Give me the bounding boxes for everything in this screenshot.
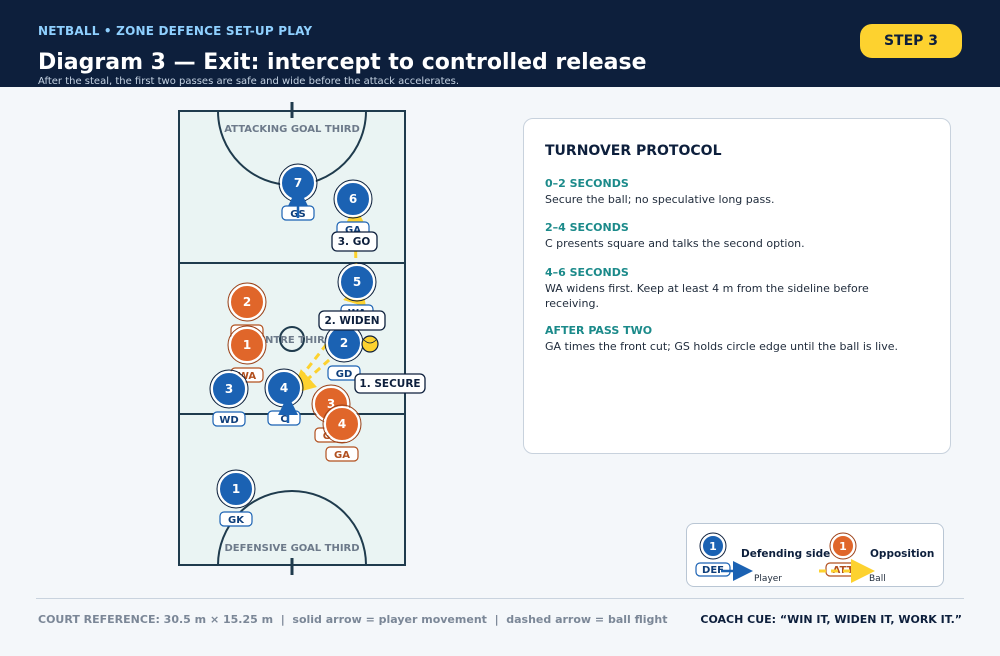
legend: 1 DEF Defending side Player 1 ATT Opposi…	[686, 523, 944, 587]
svg-text:7: 7	[294, 176, 302, 190]
svg-text:2. WIDEN: 2. WIDEN	[324, 315, 379, 327]
section-body-2: C presents square and talks the second o…	[545, 237, 805, 250]
svg-text:2: 2	[243, 295, 251, 309]
section-heading-1: 0–2 SECONDS	[545, 177, 629, 190]
section-body-3: WA widens first. Keep at least 4 m from …	[545, 282, 869, 310]
svg-text:GD: GD	[336, 369, 353, 380]
header-bar: NETBALL • ZONE DEFENCE SET-UP PLAY Diagr…	[0, 0, 1000, 87]
section-body-4: GA times the front cut; GS holds circle …	[545, 340, 899, 353]
turnover-protocol-panel: TURNOVER PROTOCOL 0–2 SECONDS Secure the…	[523, 118, 951, 454]
defender-wd[interactable]: 3 WD	[209, 369, 249, 427]
svg-text:GA: GA	[345, 225, 361, 236]
section-heading-2: 2–4 SECONDS	[545, 221, 629, 234]
legend-ball-label: Ball	[869, 574, 886, 584]
opposition-player-ga[interactable]: 4 GA	[322, 404, 362, 462]
legend-graphics: 1 DEF Defending side Player 1 ATT Opposi…	[695, 532, 934, 584]
svg-text:3. GO: 3. GO	[338, 236, 371, 248]
callout-go: 3. GO	[331, 231, 378, 252]
ball-icon[interactable]	[361, 335, 379, 353]
svg-text:GK: GK	[228, 515, 245, 526]
svg-text:DEF: DEF	[702, 565, 724, 576]
svg-text:3: 3	[327, 397, 335, 411]
callout-secure: 1. SECURE	[354, 373, 426, 394]
pass-arrow-1	[291, 350, 340, 395]
section-heading-3: 4–6 SECONDS	[545, 266, 629, 279]
defender-ga[interactable]: 6 GA	[333, 179, 373, 237]
legend-defender-icon: 1 DEF	[695, 532, 731, 577]
zone-label-defensive: DEFENSIVE GOAL THIRD	[224, 543, 359, 554]
svg-text:1: 1	[243, 338, 251, 352]
legend-defending-label: Defending side	[741, 548, 830, 560]
svg-text:GA: GA	[334, 450, 350, 461]
svg-text:2: 2	[340, 336, 348, 350]
panel-title: TURNOVER PROTOCOL	[545, 143, 722, 159]
footer-coach-cue: COACH CUE: “WIN IT, WIDEN IT, WORK IT.”	[700, 613, 962, 626]
svg-text:1: 1	[232, 482, 240, 496]
section-body-1: Secure the ball; no speculative long pas…	[545, 193, 775, 206]
pass-arrow-2	[298, 311, 354, 379]
legend-opposition-label: Opposition	[870, 548, 934, 560]
step-badge[interactable]: STEP 3	[860, 24, 962, 58]
page-subtitle: After the steal, the first two passes ar…	[38, 76, 460, 87]
centre-circle	[279, 326, 305, 352]
zone-label-attacking: ATTACKING GOAL THIRD	[224, 124, 360, 135]
svg-text:WA: WA	[238, 371, 257, 382]
defender-c[interactable]: 4 C	[264, 368, 304, 426]
svg-text:WD: WD	[219, 415, 238, 426]
footer-divider	[36, 598, 964, 599]
svg-text:5: 5	[353, 275, 361, 289]
svg-text:4: 4	[280, 381, 288, 395]
defender-gk[interactable]: 1 GK	[216, 469, 256, 527]
svg-text:1. SECURE: 1. SECURE	[359, 378, 420, 390]
legend-player-label: Player	[754, 574, 782, 584]
defender-gd[interactable]: 2 GD	[324, 323, 364, 381]
footer-court-reference: COURT REFERENCE: 30.5 m × 15.25 m | soli…	[38, 613, 668, 626]
kicker: NETBALL • ZONE DEFENCE SET-UP PLAY	[38, 24, 313, 38]
svg-text:4: 4	[338, 417, 346, 431]
page-title: Diagram 3 — Exit: intercept to controlle…	[38, 50, 647, 75]
svg-text:1: 1	[839, 540, 847, 553]
svg-text:6: 6	[349, 192, 357, 206]
section-heading-4: AFTER PASS TWO	[545, 324, 653, 337]
svg-text:C: C	[280, 414, 287, 425]
zone-label-centre: CENTRE THIRD	[251, 335, 333, 346]
svg-text:1: 1	[709, 540, 717, 553]
goal-circle-bottom	[217, 490, 367, 565]
svg-text:3: 3	[225, 382, 233, 396]
callout-widen: 2. WIDEN	[318, 310, 386, 331]
